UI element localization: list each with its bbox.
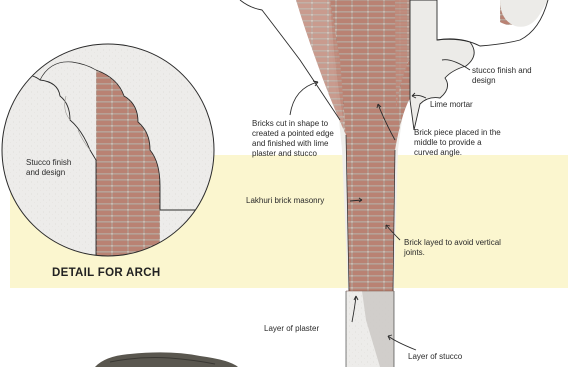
- label-lakhuri-brick: Lakhuri brick masonry: [246, 196, 324, 206]
- label-brick-layed: Brick layed to avoid vertical joints.: [404, 238, 501, 258]
- label-lime-mortar: Lime mortar: [430, 100, 473, 110]
- label-stucco-finish-left: Stucco finish and design: [26, 158, 71, 178]
- bottom-rubble: [95, 352, 238, 367]
- label-stucco-finish-top: stucco finish and design: [472, 66, 532, 86]
- label-layer-plaster: Layer of plaster: [264, 324, 319, 334]
- detail-title: DETAIL FOR ARCH: [52, 267, 160, 279]
- label-brick-piece: Brick piece placed in the middle to prov…: [414, 128, 501, 158]
- label-layer-stucco: Layer of stucco: [408, 352, 462, 362]
- label-bricks-cut: Bricks cut in shape to created a pointed…: [252, 119, 334, 159]
